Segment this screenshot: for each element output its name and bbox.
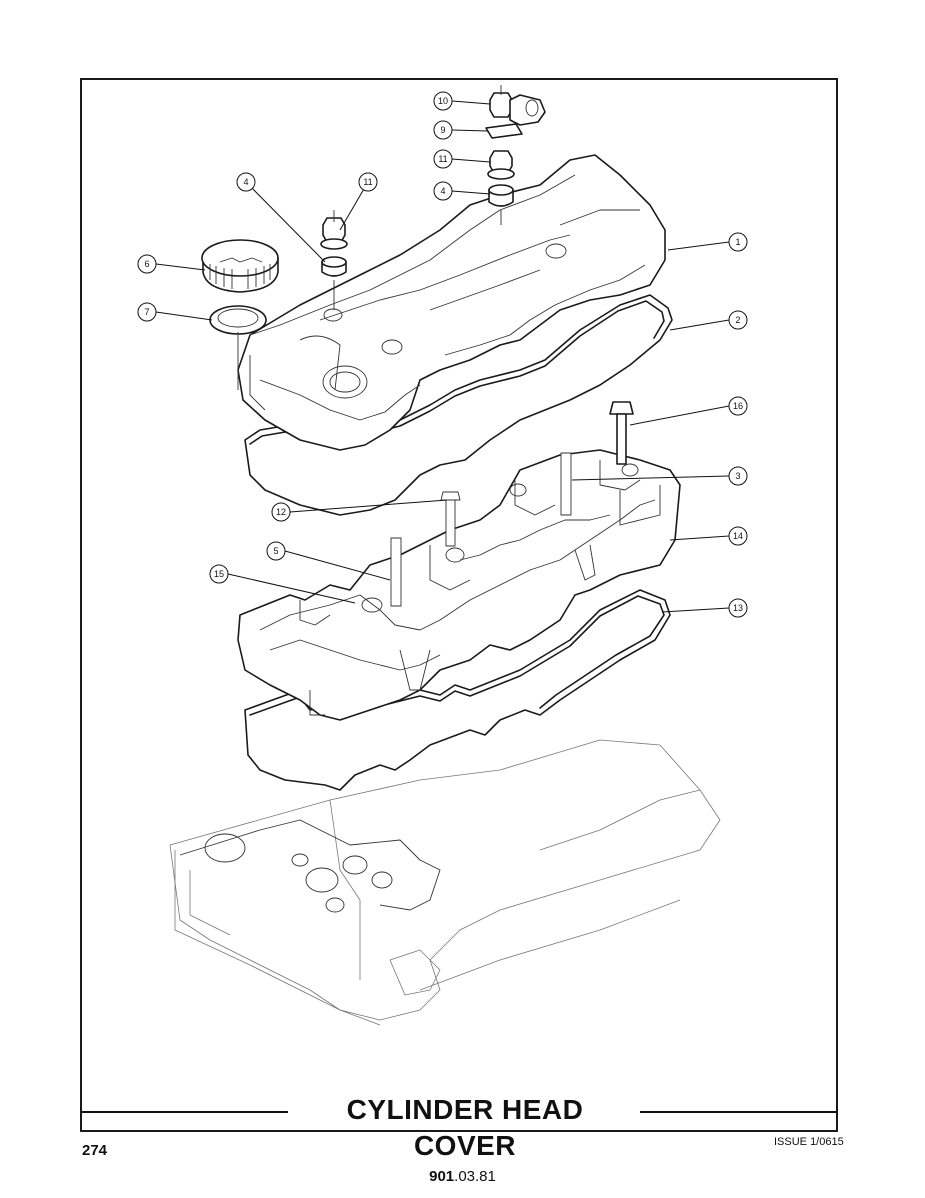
lower-carrier-drawing xyxy=(237,449,681,721)
callout-7: 7 xyxy=(137,302,157,322)
callout-6: 6 xyxy=(137,254,157,274)
callout-2: 2 xyxy=(728,310,748,330)
callout-13: 13 xyxy=(728,598,748,618)
page-title: CYLINDER HEAD COVER xyxy=(346,1094,584,1161)
page-number: 274 xyxy=(82,1142,108,1159)
svg-text:7: 7 xyxy=(144,307,149,317)
svg-text:11: 11 xyxy=(363,177,372,187)
callout-4-top: 4 xyxy=(433,181,453,201)
svg-text:1: 1 xyxy=(735,237,740,247)
svg-text:3: 3 xyxy=(735,471,740,481)
callout-3: 3 xyxy=(728,466,748,486)
callout-12: 12 xyxy=(271,502,291,522)
drawing-frame xyxy=(80,78,838,1132)
callout-15: 15 xyxy=(209,564,229,584)
svg-text:14: 14 xyxy=(733,531,743,541)
svg-text:5: 5 xyxy=(273,546,278,556)
top-fastener-drawing xyxy=(485,85,546,225)
svg-text:12: 12 xyxy=(276,507,286,517)
svg-text:4: 4 xyxy=(243,177,248,187)
svg-text:16: 16 xyxy=(733,401,743,411)
callout-11-left: 11 xyxy=(358,172,378,192)
svg-text:6: 6 xyxy=(144,259,149,269)
callout-5: 5 xyxy=(266,541,286,561)
left-fastener-drawing xyxy=(320,210,348,310)
callout-1: 1 xyxy=(728,232,748,252)
svg-text:2: 2 xyxy=(735,315,740,325)
document-code-bold: 901 xyxy=(429,1168,455,1185)
svg-text:10: 10 xyxy=(438,96,448,106)
svg-text:9: 9 xyxy=(440,125,445,135)
issue-label: ISSUE 1/0615 xyxy=(774,1136,844,1148)
callout-4-left: 4 xyxy=(236,172,256,192)
svg-text:13: 13 xyxy=(733,603,743,613)
callout-10: 10 xyxy=(433,91,453,111)
callout-9: 9 xyxy=(433,120,453,140)
title-rule-left xyxy=(80,1111,288,1113)
upper-cover-drawing xyxy=(237,154,666,451)
callout-11-top: 11 xyxy=(433,149,453,169)
document-code: 901.03.81 xyxy=(0,1168,925,1185)
svg-text:4: 4 xyxy=(440,186,445,196)
svg-text:11: 11 xyxy=(438,154,447,164)
bolt-16-drawing xyxy=(609,401,634,465)
document-code-rest: .03.81 xyxy=(454,1168,496,1185)
cylinder-head-drawing xyxy=(169,739,721,1026)
svg-text:15: 15 xyxy=(214,569,224,579)
filler-cap-drawing xyxy=(201,239,279,293)
title-rule-right xyxy=(640,1111,838,1113)
callout-leaders xyxy=(155,100,730,613)
callout-16: 16 xyxy=(728,396,748,416)
callout-14: 14 xyxy=(728,526,748,546)
